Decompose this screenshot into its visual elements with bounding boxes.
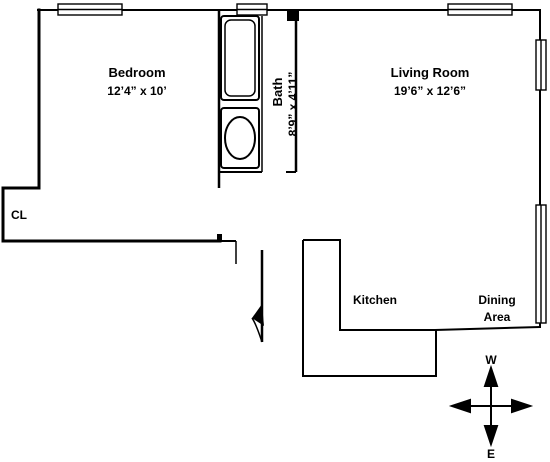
kitchen-counter — [302, 239, 437, 377]
entry-door-swing — [251, 317, 263, 343]
kitchen-walls — [302, 239, 437, 377]
bedroom-label: Bedroom — [108, 65, 165, 80]
bath-dimensions: 8’9” x 4’11” — [286, 72, 300, 137]
bath-label: Bath — [270, 77, 285, 106]
compass: W E — [448, 353, 534, 461]
compass-arrows-icon — [448, 364, 534, 448]
bath-post — [287, 10, 299, 21]
interior-walls — [217, 10, 299, 343]
bathtub — [220, 15, 260, 101]
living-room-dimensions: 19’6” x 12’6” — [394, 84, 466, 98]
bath-label-group: Bath 8’9” x 4’11” — [270, 72, 300, 137]
sink-basin — [224, 116, 256, 160]
exterior-walls — [1, 8, 542, 332]
bedroom-dimensions: 12’4” x 10’ — [107, 84, 166, 98]
dining-bottom-wall — [434, 325, 542, 332]
vanity — [220, 107, 260, 169]
wall-post — [217, 234, 222, 242]
closet-label: CL — [11, 208, 27, 222]
kitchen-label: Kitchen — [353, 293, 397, 307]
windows — [57, 3, 547, 324]
compass-west-label: W — [485, 353, 497, 367]
closet-walls — [1, 186, 222, 243]
entry-door-arrowhead — [252, 304, 264, 326]
dining-area-label-line2: Area — [484, 310, 511, 324]
compass-east-label: E — [487, 447, 495, 461]
bath-fixtures — [220, 15, 263, 172]
bathtub-inner — [224, 19, 256, 97]
dining-area-label-line1: Dining — [478, 293, 515, 307]
living-room-label: Living Room — [391, 65, 470, 80]
